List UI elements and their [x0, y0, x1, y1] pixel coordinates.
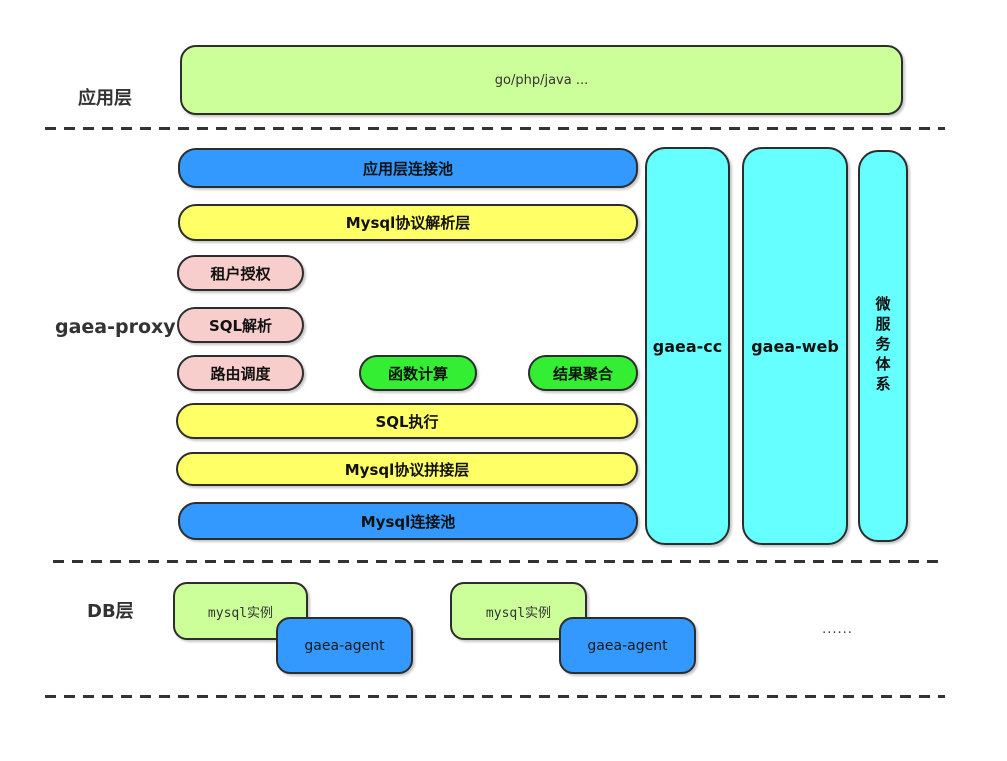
- app-box-go-php-java: go/php/java ...: [180, 45, 903, 115]
- box-app-connection-pool: 应用层连接池: [178, 148, 638, 188]
- box-mysql-instance-1: mysql实例: [173, 582, 308, 640]
- box-mysql-protocol-parse-layer: Mysql协议解析层: [178, 204, 638, 241]
- column-microservice-system: 微服务体系: [858, 150, 908, 542]
- box-sql-parse: SQL解析: [177, 307, 304, 343]
- column-gaea-cc: gaea-cc: [645, 147, 730, 545]
- box-mysql-protocol-assemble-layer: Mysql协议拼接层: [176, 452, 638, 486]
- box-function-compute: 函数计算: [359, 355, 477, 391]
- divider-app-proxy: [45, 127, 945, 130]
- app-layer-label: 应用层: [78, 88, 132, 109]
- proxy-layer-label: gaea-proxy: [55, 316, 176, 338]
- box-gaea-agent-2: gaea-agent: [559, 617, 696, 674]
- divider-proxy-db: [53, 560, 945, 563]
- box-gaea-agent-1: gaea-agent: [276, 617, 413, 674]
- box-mysql-connection-pool: Mysql连接池: [178, 502, 638, 540]
- box-route-dispatch: 路由调度: [177, 355, 304, 391]
- column-gaea-web: gaea-web: [742, 147, 848, 545]
- box-sql-execute: SQL执行: [176, 403, 638, 439]
- db-layer-label: DB层: [87, 601, 134, 622]
- box-tenant-auth: 租户授权: [177, 255, 304, 291]
- box-result-aggregate: 结果聚合: [528, 355, 638, 391]
- db-more-ellipsis: ......: [822, 622, 853, 637]
- divider-db-bottom: [45, 695, 945, 698]
